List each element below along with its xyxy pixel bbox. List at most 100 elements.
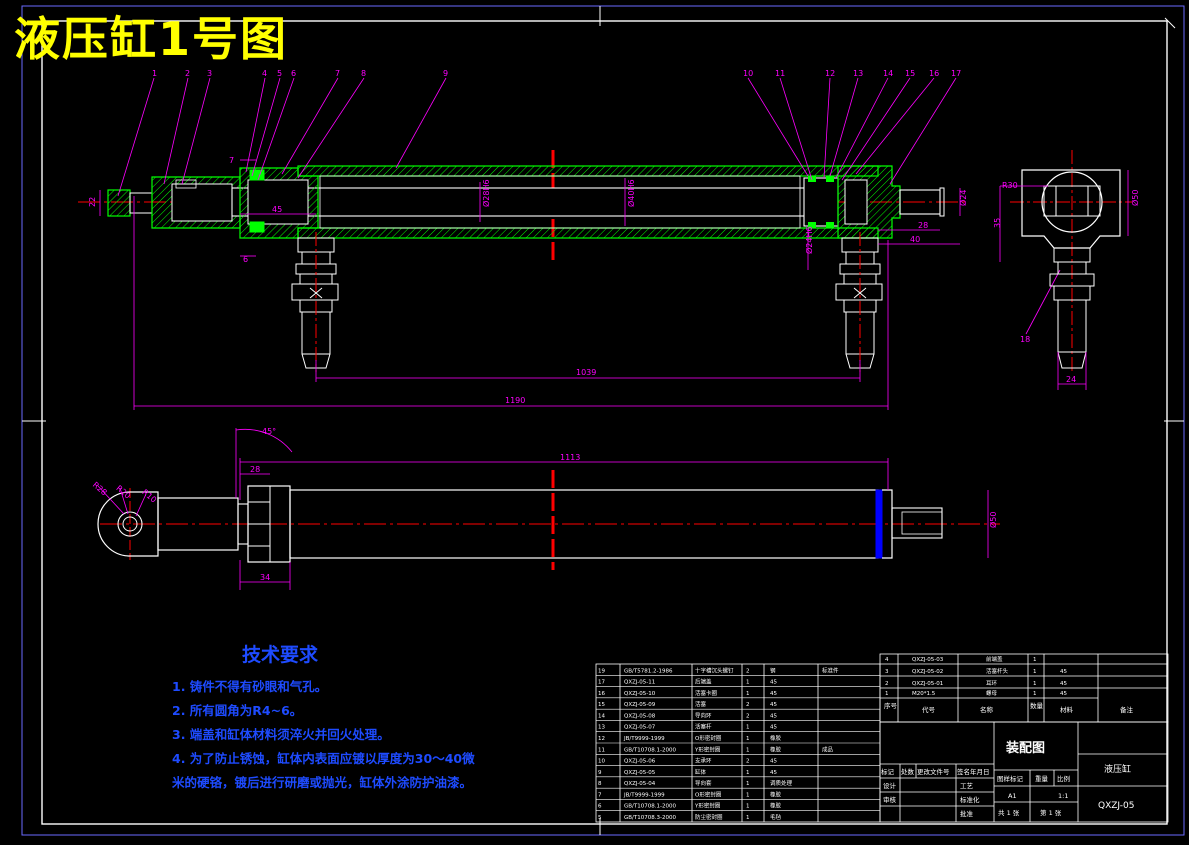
tb-label-review: 审核	[883, 795, 897, 804]
dim-45: 45	[272, 205, 282, 214]
bom-left-name: Y形密封圈	[694, 802, 721, 810]
bom-right-no: 1	[885, 691, 889, 697]
balloon-9: 9	[443, 69, 448, 78]
frame-ticks	[22, 6, 1184, 835]
bom-left-no: 7	[598, 792, 602, 798]
tb-part-name: 液压缸	[1104, 763, 1131, 775]
leader-lines	[117, 77, 1061, 335]
bom-header-note: 备注	[1120, 705, 1134, 714]
bom-left-code: QXZJ-05-06	[624, 759, 656, 765]
bom-right-name: 活塞杆头	[986, 667, 1009, 675]
balloon-5: 5	[277, 69, 282, 78]
tech-line-5: 米的硬铬，镀后进行研磨或抛光，缸体外涂防护油漆。	[172, 775, 473, 790]
balloon-16: 16	[929, 69, 939, 78]
bom-left-mat: 橡胶	[770, 802, 782, 810]
bom-header-mat: 材料	[1060, 705, 1074, 714]
bom-left-no: 6	[598, 804, 602, 810]
tech-line-2: 2. 所有圆角为R4~6。	[172, 703, 303, 718]
bom-left-note: 成品	[822, 745, 834, 753]
tb-label-craft: 工艺	[960, 782, 974, 790]
balloon-13: 13	[853, 69, 863, 78]
inner-frame	[41, 20, 1168, 825]
bom-right-code: QXZJ-05-03	[912, 657, 944, 663]
dim-22: 22	[88, 197, 97, 207]
tb-sheet-size: A1	[1008, 792, 1017, 800]
bom-left-mat: 45	[770, 691, 777, 697]
bom-left-name: 活塞	[695, 700, 707, 708]
tb-label-design: 设计	[883, 781, 897, 790]
tb-total-sheets: 共 1 张	[998, 808, 1020, 817]
bom-left-name: O形密封圈	[695, 734, 722, 742]
bom-left-mat: 橡胶	[770, 790, 782, 798]
bom-left-name: O形密封圈	[695, 790, 722, 798]
bom-left-qty: 1	[746, 792, 750, 798]
tb-label-date: 年月日	[970, 767, 990, 776]
dim-45deg: 45°	[262, 427, 276, 436]
dim-28: 28	[918, 221, 928, 230]
bom-right-mat: 45	[1060, 669, 1067, 675]
drawing-title: 液压缸1号图	[14, 12, 289, 66]
bom-left-mat: 45	[770, 713, 777, 719]
bom-left-qty: 1	[746, 725, 750, 731]
bom-right-name: 螺母	[986, 689, 998, 697]
bom-left-code: QXZJ-05-11	[624, 680, 655, 686]
bom-header-no: 序号	[884, 701, 898, 710]
tb-label-sign: 签名	[957, 767, 970, 776]
bom-right-name: 耳环	[986, 680, 998, 687]
tb-label-standard: 标准化	[960, 795, 980, 804]
dim-40: 40	[910, 235, 920, 244]
balloon-3: 3	[207, 69, 212, 78]
bom-left-mat: 毛毡	[770, 813, 782, 821]
bom-left-no: 19	[598, 668, 605, 674]
balloon-12: 12	[825, 69, 835, 78]
bom-left-no: 9	[598, 770, 602, 776]
bom-left-no: 5	[598, 815, 602, 821]
tb-label-sheet-mark: 图样标记	[997, 774, 1024, 783]
dim-24-side: 24	[1066, 375, 1076, 384]
bom-left-code: QXZJ-05-10	[624, 691, 656, 697]
bom-left-mat: 45	[770, 680, 777, 686]
balloon-15: 15	[905, 69, 915, 78]
bom-left-qty: 2	[746, 759, 750, 765]
bom-left-code: QXZJ-05-04	[624, 781, 656, 787]
dim-d50-side: Ø50	[1130, 190, 1140, 206]
exterior-view: 45° 1113 28 34 Ø50 R28 R20 R10	[91, 427, 1000, 590]
bom-left-no: 17	[598, 680, 605, 686]
front-section-view: 22 7 45 6 Ø28H6 Ø40H6 Ø24H6 1039 1190 28…	[78, 69, 1061, 410]
balloon-7: 7	[335, 69, 340, 78]
bom-left-no: 15	[598, 702, 605, 708]
bom-left-mat: 调质处理	[770, 779, 793, 787]
bom-left-name: 导向环	[695, 711, 712, 719]
bom-left-code: GB/T10708.3-2000	[624, 815, 676, 821]
balloon-10: 10	[743, 69, 753, 78]
bom-header-qty: 数量	[1030, 701, 1044, 710]
balloon-8: 8	[361, 69, 366, 78]
dim-r10: R10	[140, 488, 158, 505]
tb-label-approve: 批准	[960, 809, 974, 818]
tb-label-scale: 比例	[1057, 774, 1070, 783]
bom-header-code: 代号	[922, 705, 936, 714]
bom-right-no: 2	[885, 681, 889, 687]
bom-left-note: 标准件	[822, 666, 839, 674]
front-dimensions	[99, 159, 961, 410]
tech-line-4: 4. 为了防止锈蚀，缸体内表面应镀以厚度为30～40微	[172, 751, 475, 766]
bom-right-qty: 1	[1033, 681, 1037, 687]
balloon-11: 11	[775, 69, 785, 78]
bom-right-name: 前端盖	[986, 655, 1003, 663]
dim-d40: Ø40H6	[626, 179, 636, 207]
bom-left-qty: 1	[746, 691, 750, 697]
title-block-text: 序号 代号 名称 数量 材料 备注 标记 处数 更改文件号 签名 年月日 设计 …	[881, 701, 1134, 818]
bom-left-code: QXZJ-05-05	[624, 770, 656, 776]
dim-d50-bottom: Ø50	[988, 512, 998, 528]
dim-7: 7	[229, 156, 234, 165]
bom-left-no: 16	[598, 691, 605, 697]
bom-right-qty: 1	[1033, 669, 1037, 675]
bom-left-code: JB/T9999-1999	[623, 736, 665, 742]
side-view: R30 35 Ø50 24	[993, 150, 1140, 390]
bom-left-qty: 2	[746, 713, 750, 719]
balloon-6: 6	[291, 69, 296, 78]
balloon-14: 14	[883, 69, 893, 78]
